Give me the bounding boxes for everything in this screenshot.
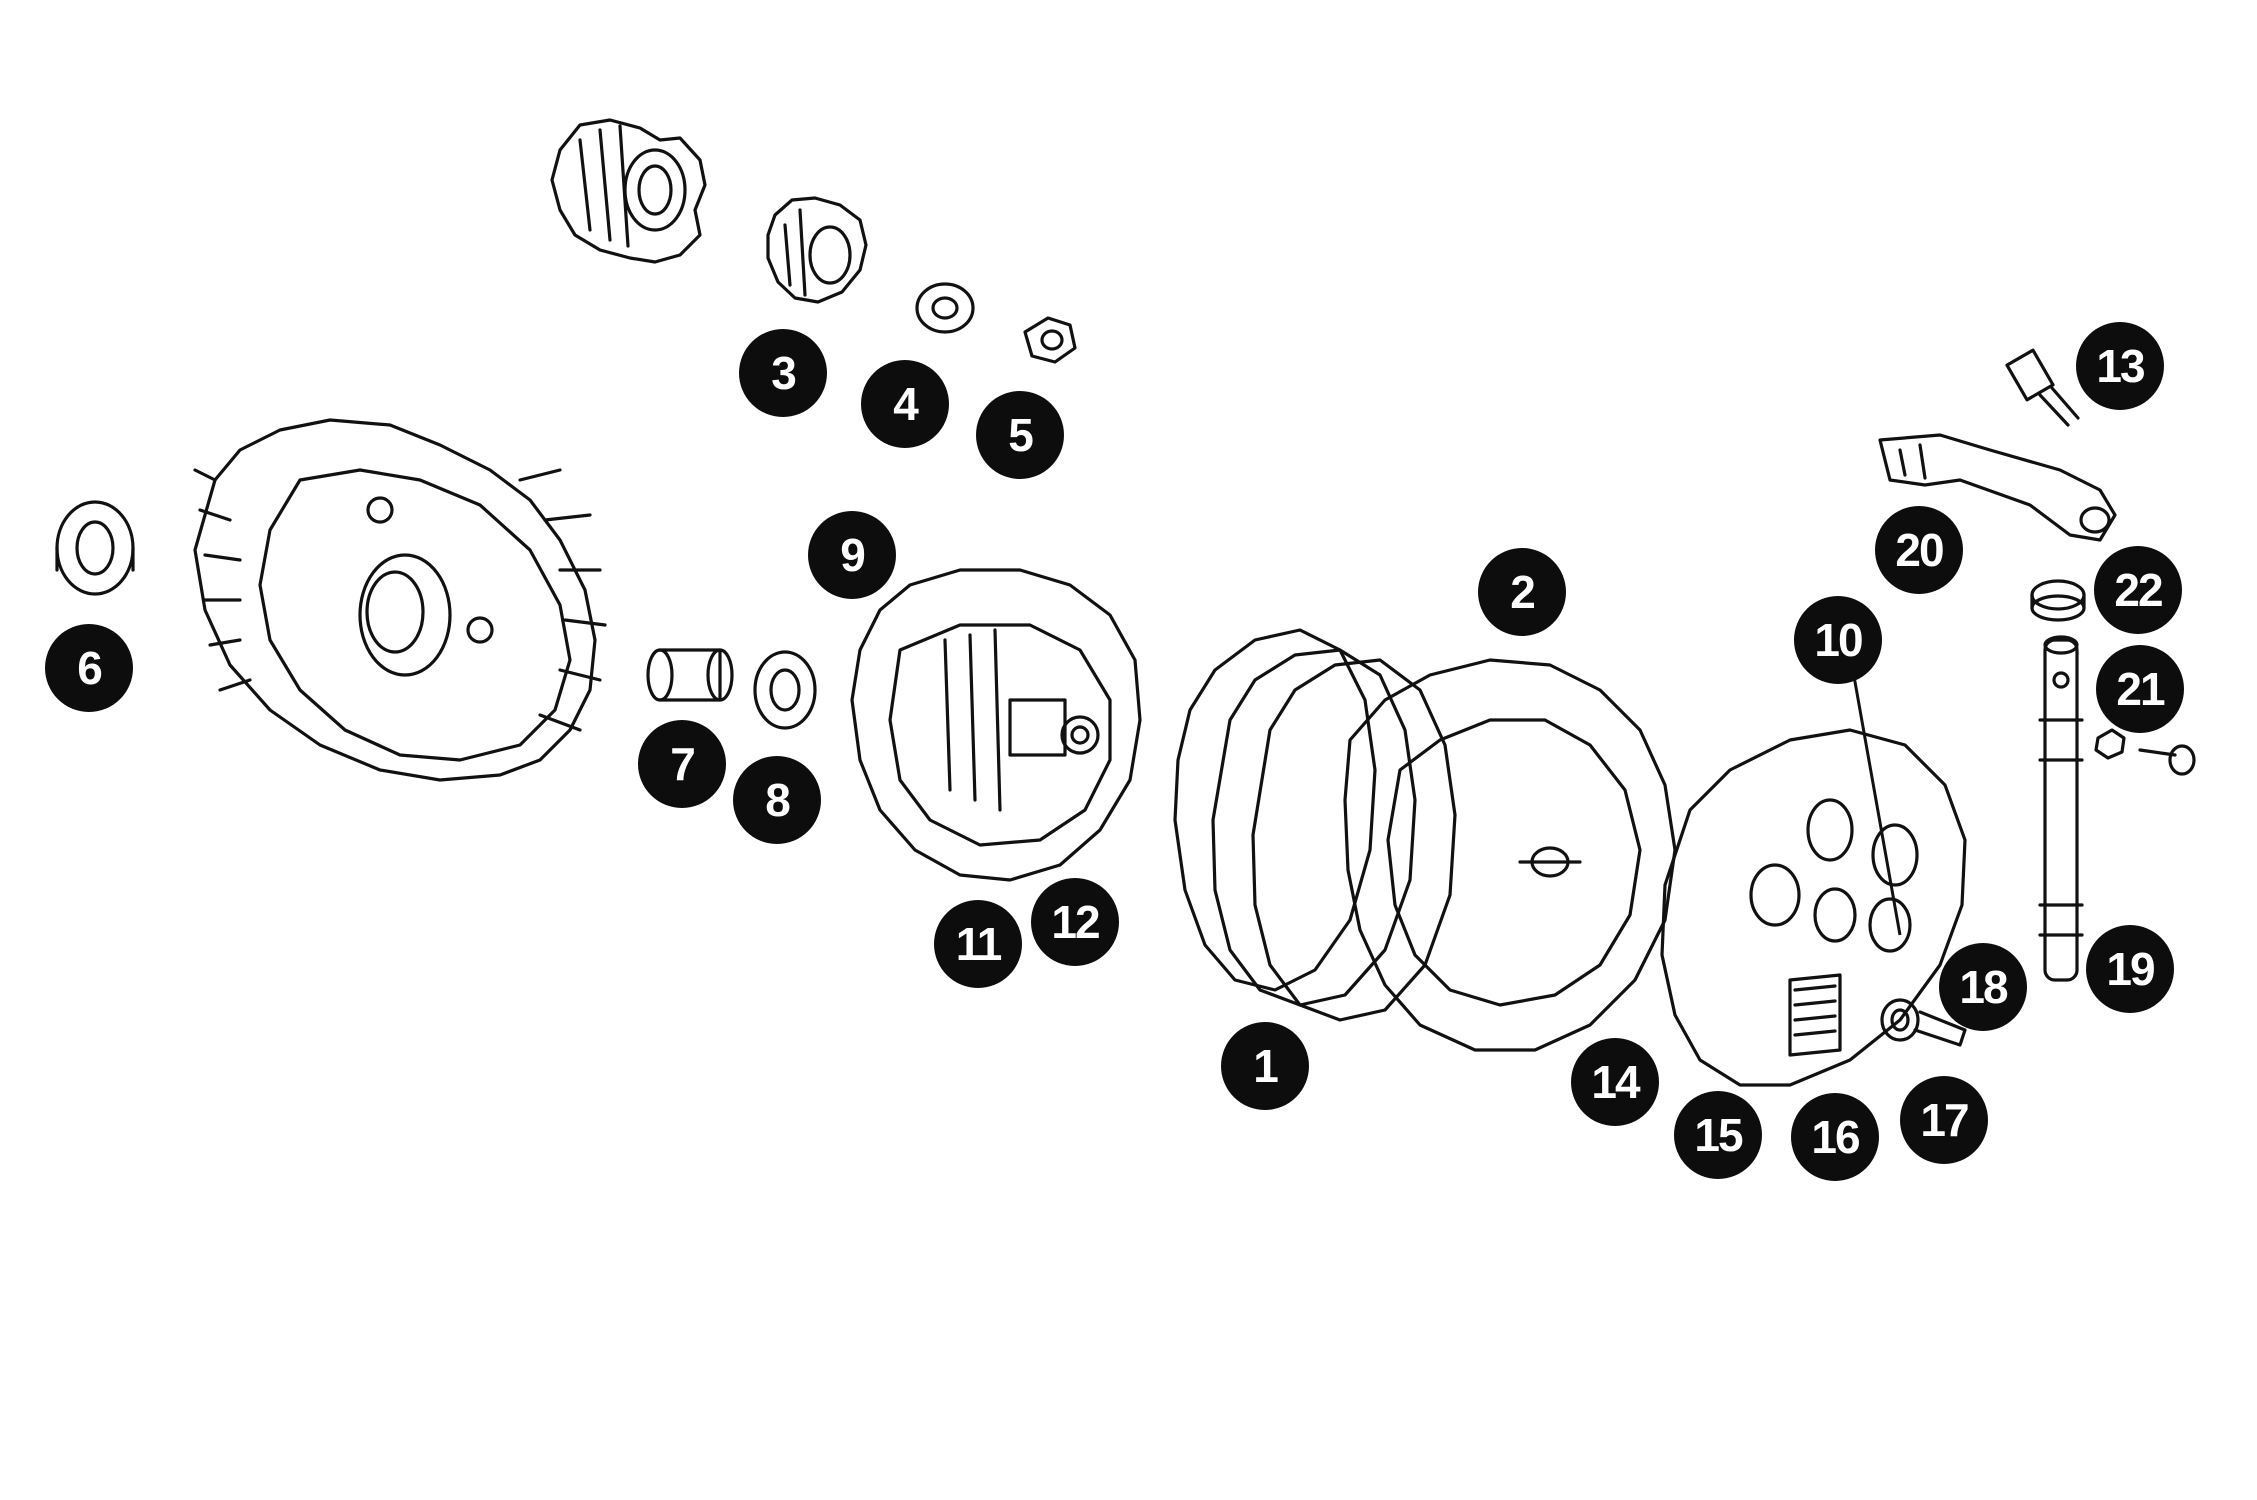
svg-text:5: 5 (1008, 409, 1033, 461)
svg-text:16: 16 (1811, 1111, 1859, 1163)
callout-17: 17 (1900, 1076, 1988, 1164)
washer-6 (55, 500, 135, 596)
callout-2: 2 (1478, 548, 1566, 636)
svg-text:17: 17 (1920, 1094, 1968, 1146)
callout-14: 14 (1571, 1038, 1659, 1126)
cap-22 (2030, 579, 2086, 622)
svg-text:6: 6 (77, 642, 101, 694)
screw-21 (2138, 744, 2196, 776)
release-shaft (2038, 635, 2084, 982)
callout-20: 20 (1875, 506, 1963, 594)
callout-7: 7 (638, 720, 726, 808)
svg-text:20: 20 (1895, 524, 1943, 576)
callout-22: 22 (2094, 546, 2182, 634)
callout-9: 9 (808, 511, 896, 599)
callout-8: 8 (733, 756, 821, 844)
callout-18: 18 (1939, 943, 2027, 1031)
washer-4 (915, 282, 975, 334)
svg-text:9: 9 (840, 529, 864, 581)
leader-lines (1850, 664, 1902, 936)
svg-text:8: 8 (765, 774, 790, 826)
bushing-7 (646, 648, 734, 702)
svg-text:11: 11 (956, 918, 1002, 970)
callout-19: 19 (2086, 925, 2174, 1013)
callout-12: 12 (1031, 878, 1119, 966)
clutch-housing (193, 418, 607, 782)
svg-text:19: 19 (2106, 943, 2154, 995)
svg-text:1: 1 (1253, 1040, 1278, 1092)
svg-text:13: 13 (2096, 340, 2144, 392)
svg-text:7: 7 (670, 738, 694, 790)
callout-3: 3 (739, 329, 827, 417)
svg-text:3: 3 (771, 347, 795, 399)
svg-text:15: 15 (1694, 1109, 1743, 1161)
release-lever (1878, 433, 2117, 542)
washer-8 (753, 650, 817, 730)
pressure-plate (1660, 728, 1967, 1087)
callout-21: 21 (2096, 645, 2184, 733)
callout-1: 1 (1221, 1022, 1309, 1110)
friction-disc (1343, 658, 1677, 1052)
callout-13: 13 (2076, 322, 2164, 410)
callout-16: 16 (1791, 1093, 1879, 1181)
callout-10: 10 (1794, 596, 1882, 684)
svg-text:12: 12 (1051, 896, 1099, 948)
svg-text:14: 14 (1591, 1056, 1641, 1108)
svg-text:18: 18 (1959, 961, 2008, 1013)
svg-text:21: 21 (2116, 663, 2165, 715)
nut-5 (1023, 316, 1077, 364)
primary-drive-gear (550, 118, 707, 264)
callout-6: 6 (45, 624, 133, 712)
callout-15: 15 (1674, 1091, 1762, 1179)
callout-5: 5 (976, 391, 1064, 479)
spring-and-bolt (1880, 998, 1967, 1047)
svg-text:4: 4 (893, 378, 919, 430)
svg-text:2: 2 (1510, 566, 1534, 618)
svg-text:10: 10 (1814, 614, 1862, 666)
inner-hub (850, 568, 1142, 882)
svg-text:22: 22 (2114, 564, 2162, 616)
callout-4: 4 (861, 360, 949, 448)
small-pinion-gear (766, 196, 868, 304)
bolt-13 (2005, 348, 2080, 427)
callout-11: 11 (934, 900, 1022, 988)
clutch-plates (1173, 628, 1457, 1022)
small-nut-21 (2094, 728, 2126, 760)
